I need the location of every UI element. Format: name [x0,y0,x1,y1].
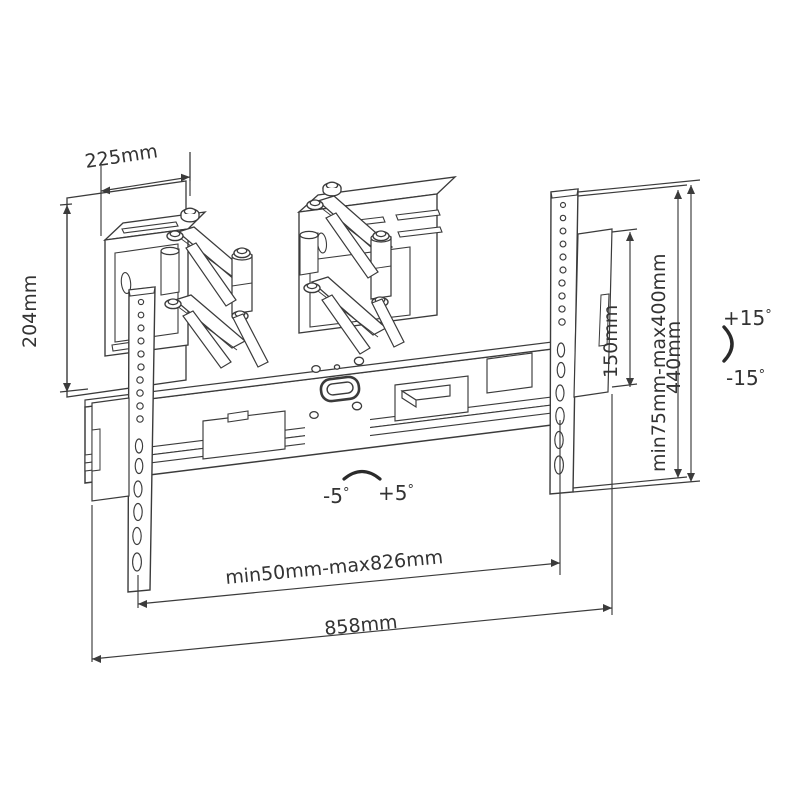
tilt-angle-negative-label: -15° [726,366,765,390]
dimension-440mm [572,179,701,493]
dimension-label-204mm: 204mm [19,275,41,348]
arm-left-braces [182,242,269,369]
dimension-150mm [611,228,638,388]
dimension-label-extension-range: min50mm-max826mm [224,546,444,589]
center-plate-holes [309,356,365,420]
dimension-204mm [59,203,89,393]
dimension-label-225mm: 225mm [83,140,159,173]
tilt-angle-positive-label: +15° [723,306,772,330]
vertical-rail-left-holes [132,298,145,572]
arc-up-icon [342,469,382,481]
rail-left-backplate [91,397,130,502]
arc-right-icon [722,325,734,363]
vertical-rail-left [127,286,156,593]
dimension-vertical-range [572,184,688,489]
dimension-extension-range [137,420,561,608]
wall-plate-right-slots [316,209,443,254]
dimension-label-858mm: 858mm [323,611,398,640]
dimension-858mm [91,394,613,663]
vertical-rail-right [549,188,579,495]
dimension-225mm [100,152,191,236]
rail-right-backplate [573,228,613,398]
articulating-arm-left [160,226,253,351]
dimension-label-440mm: 440mm [663,321,685,394]
swivel-angle-positive-label: +5° [378,481,414,505]
main-bar-hook-detail [400,384,451,409]
swivel-angle-arc [342,469,382,481]
dimension-label-150mm: 150mm [600,305,622,378]
vertical-rail-right-holes [554,201,567,475]
main-bar-tab-detail [227,410,249,423]
center-cable-opening-inner [326,381,354,396]
dimension-label-vertical-range: min75mm-max400mm [648,253,670,472]
tilt-angle-arc [722,325,734,363]
arm-right-braces [321,212,405,355]
swivel-angle-negative-label: -5° [323,484,349,508]
articulating-arm-right [299,195,394,338]
